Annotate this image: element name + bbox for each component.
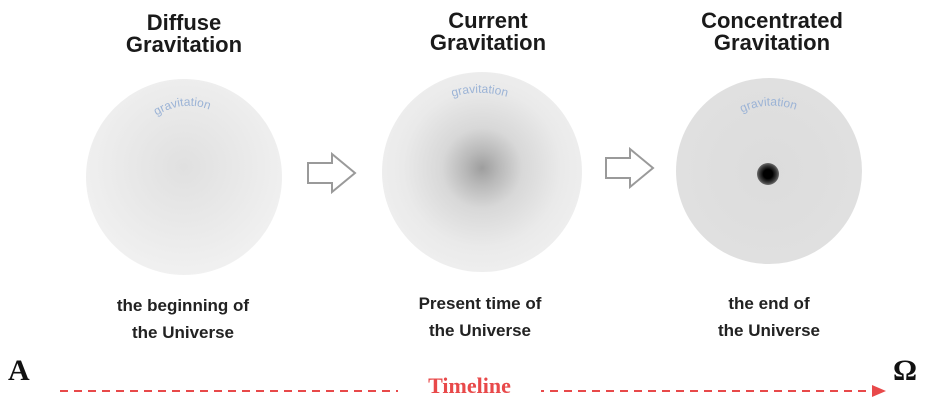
title-line-2: Gravitation <box>125 32 243 57</box>
caption-present: Present time of the Universe <box>370 290 590 344</box>
title-current-gravitation: Current Gravitation <box>388 10 588 54</box>
sphere-word-1: gravitation <box>151 95 213 119</box>
title-line-1: Diffuse <box>146 10 222 35</box>
right-arrow-icon <box>307 152 357 194</box>
caption-line-1: the beginning of <box>116 296 250 315</box>
title-line-2: Gravitation <box>713 30 831 55</box>
caption-line-2: the Universe <box>717 321 821 340</box>
title-diffuse-gravitation: Diffuse Gravitation <box>84 12 284 56</box>
timeline-label: Timeline <box>398 373 541 399</box>
current-gravitation-sphere <box>382 72 582 272</box>
title-concentrated-gravitation: Concentrated Gravitation <box>672 10 872 54</box>
title-line-2: Gravitation <box>429 30 547 55</box>
caption-line-1: the end of <box>728 294 810 313</box>
sphere-word-3: gravitation <box>738 95 799 116</box>
black-hole-core <box>757 163 779 185</box>
diffuse-gravitation-sphere <box>86 79 282 275</box>
timeline-start-label: A <box>8 354 30 387</box>
timeline-end-label: Ω <box>893 354 918 387</box>
title-line-1: Concentrated <box>701 8 843 33</box>
right-arrow-icon <box>605 147 655 189</box>
sphere-word-2: gravitation <box>450 82 510 100</box>
title-line-1: Current <box>448 8 528 33</box>
caption-beginning: the beginning of the Universe <box>73 292 293 346</box>
caption-line-1: Present time of <box>418 294 542 313</box>
caption-end: the end of the Universe <box>659 290 879 344</box>
caption-line-2: the Universe <box>428 321 532 340</box>
caption-line-2: the Universe <box>131 323 235 342</box>
